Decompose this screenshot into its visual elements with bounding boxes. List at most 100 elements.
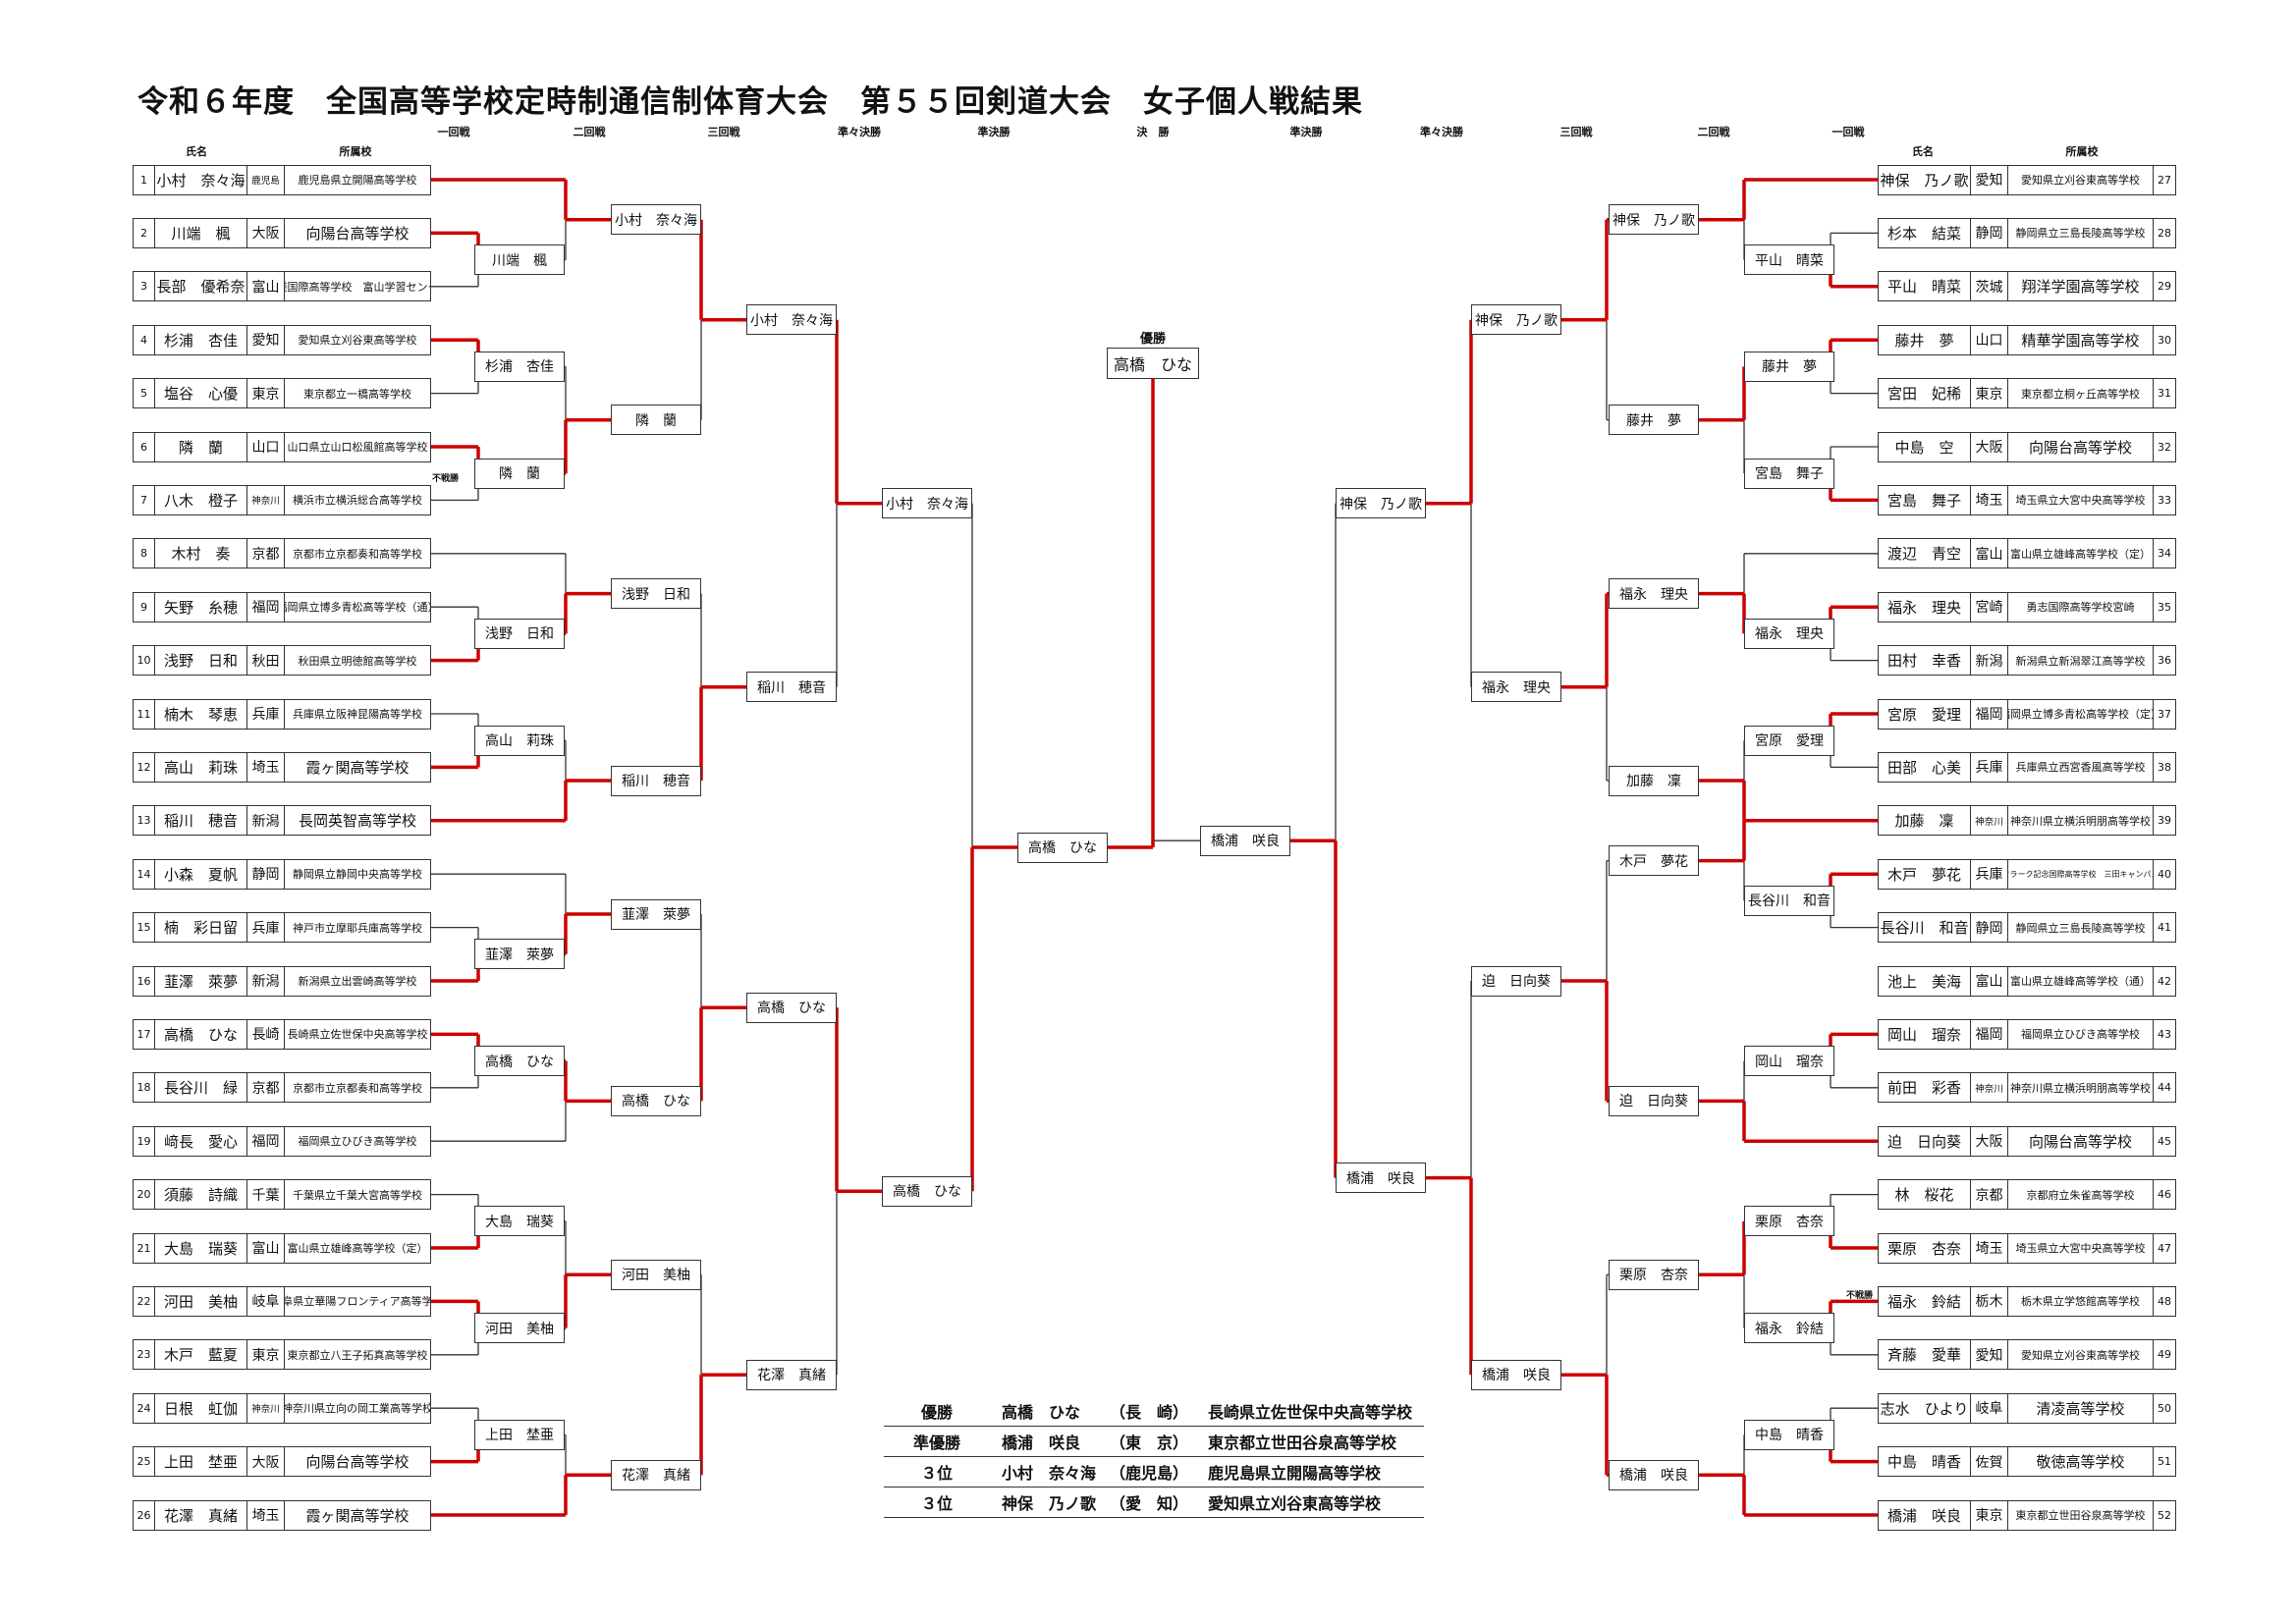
entry-name: 八木 橙子 (155, 485, 247, 514)
entry-school: 霞ヶ関高等学校 (305, 758, 410, 777)
entry-no: 22 (134, 1286, 155, 1316)
entry-name: 宮田 妃稀 (1879, 379, 1971, 408)
column-header-school-right: 所属校 (2065, 145, 2099, 158)
entry-pref: 秋田 (247, 646, 285, 676)
entry-school: 勇志国際高等学校宮崎 (2008, 592, 2154, 622)
entry-school: 向陽台高等学校 (305, 1453, 410, 1472)
entry-pref: 宮崎 (1971, 592, 2008, 622)
entry-no: 27 (2158, 173, 2171, 187)
column-header-name-right: 氏名 (1912, 145, 1934, 158)
entry-school: 栃木県立学悠館高等学校 (2008, 1286, 2154, 1316)
final-box: 高橋 ひな (1017, 832, 1108, 863)
round2-box: 平山 晴菜 (1744, 244, 1834, 276)
entry-no: 46 (2158, 1188, 2171, 1202)
entry-school: 岐阜県立華陽フロンティア高等学校 (285, 1295, 430, 1309)
entry-school: 富山県立雄峰高等学校（通） (2008, 966, 2154, 996)
entry-school: 京都府立朱雀高等学校 (2008, 1180, 2154, 1210)
entry-name: 稲川 穂音 (155, 806, 247, 836)
result-school: 鹿児島県立開陽高等学校 (1208, 1464, 1382, 1483)
entry-school: 横浜市立横浜総合高等学校 (293, 494, 422, 508)
entry-name: 宮原 愛理 (1879, 699, 1971, 729)
entry-name: 杉本 結菜 (1879, 218, 1971, 247)
walkover-label-48: 不戦勝 (1846, 1291, 1874, 1301)
round2-box: 中島 晴香 (1744, 1419, 1834, 1450)
result-rank: ３位 (920, 1464, 953, 1483)
entry-name: 木村 奏 (155, 539, 247, 568)
entry-no: 36 (2158, 654, 2171, 668)
entry-no: 7 (134, 485, 155, 514)
result-name: 小村 奈々海 (1002, 1464, 1097, 1483)
entry-school: 京都市立京都奏和高等学校 (293, 1081, 422, 1095)
entry-pref: 佐賀 (1971, 1447, 2008, 1477)
entry-pref: 福岡 (247, 592, 285, 622)
entry-no: 11 (134, 699, 155, 729)
entry-school: 京都市立京都奏和高等学校 (293, 547, 422, 561)
entry-pref: 新潟 (247, 966, 285, 996)
round2-box: 韮澤 萊夢 (474, 939, 565, 970)
walkover-label-6: 不戦勝 (432, 474, 460, 484)
result-school: 愛知県立刈谷東高等学校 (1208, 1494, 1382, 1513)
entry-school: 東京都立世田谷泉高等学校 (2008, 1500, 2154, 1530)
entry-no: 34 (2158, 547, 2171, 561)
entry-name: 韮澤 萊夢 (155, 966, 247, 996)
entry-pref: 埼玉 (247, 1500, 285, 1530)
entry-school: 向陽台高等学校 (2008, 432, 2154, 461)
entry-name: 神保 乃ノ歌 (1879, 165, 1971, 194)
entry-school: 愛知県立刈谷東高等学校 (2008, 165, 2154, 194)
entry-name: 矢野 糸穂 (155, 592, 247, 622)
entry-pref: 富山 (247, 272, 285, 301)
round2-box: 福永 鈴結 (1744, 1313, 1834, 1344)
entry-pref: 新潟 (1971, 646, 2008, 676)
quarterfinal-box: 花澤 真緒 (746, 1359, 837, 1390)
entry-no: 17 (134, 1019, 155, 1049)
entry-school: 福岡県立博多青松高等学校（通） (285, 601, 430, 615)
entry-no: 39 (2158, 814, 2171, 828)
entry-pref: 愛知 (1971, 165, 2008, 194)
entry-pref: 神奈川 (247, 485, 285, 514)
entry-school: 星槎国際高等学校 富山学習センター (285, 280, 430, 294)
entry-school: 静岡県立三島長陵高等学校 (2008, 913, 2154, 943)
entry-name: 志水 ひより (1879, 1393, 1971, 1423)
entry-school: 東京都立桐ヶ丘高等学校 (2008, 379, 2154, 408)
entry-no: 1 (134, 165, 155, 194)
result-pref: （鹿児島） (1110, 1464, 1189, 1483)
entry-pref: 富山 (247, 1233, 285, 1263)
entry-name: 前田 彩香 (1879, 1073, 1971, 1103)
entry-no: 25 (134, 1447, 155, 1477)
entry-name: 木戸 藍夏 (155, 1340, 247, 1370)
result-school: 長崎県立佐世保中央高等学校 (1208, 1403, 1413, 1422)
entry-no: 18 (134, 1073, 155, 1103)
entry-no: 15 (134, 913, 155, 943)
round3-box: 稲川 穂音 (611, 765, 701, 796)
entry-pref: 愛知 (1971, 1340, 2008, 1370)
round-label: 一回戦 (1831, 126, 1865, 138)
result-pref: （東 京） (1110, 1434, 1189, 1452)
entry-name: 塩谷 心優 (155, 379, 247, 408)
entry-name: 田村 幸香 (1879, 646, 1971, 676)
entry-school: クラーク記念国際高等学校 三田キャンパス (2008, 859, 2154, 889)
entry-name: 池上 美海 (1879, 966, 1971, 996)
entry-name: 栗原 杏奈 (1879, 1233, 1971, 1263)
round2-box: 浅野 日和 (474, 618, 565, 649)
round2-box: 高山 莉珠 (474, 725, 565, 756)
quarterfinal-box: 迫 日向葵 (1471, 965, 1561, 997)
entry-pref: 福岡 (1971, 699, 2008, 729)
entry-school: 東京都立八王子拓真高等学校 (287, 1348, 428, 1362)
entry-pref: 東京 (247, 379, 285, 408)
round3-box: 隣 蘭 (611, 405, 701, 436)
round-label: 準決勝 (977, 126, 1011, 138)
entry-school: 神奈川県立横浜明朋高等学校 (2008, 1073, 2154, 1103)
entry-no: 43 (2158, 1027, 2171, 1041)
round2-box: 上田 埜亜 (474, 1419, 565, 1450)
